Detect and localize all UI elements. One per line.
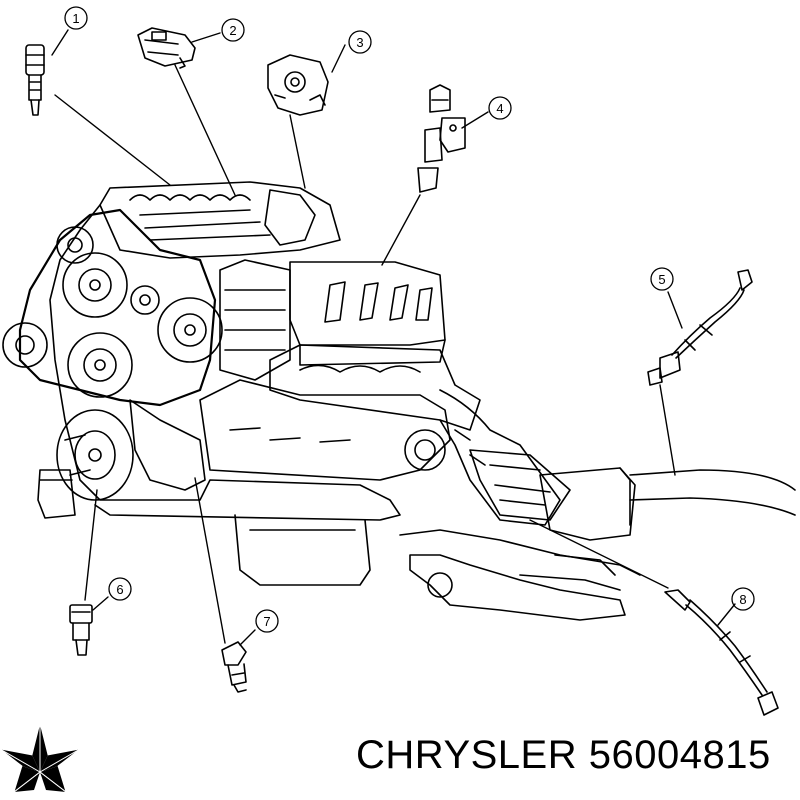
- downstream-oxygen-sensor-part: [664, 589, 779, 716]
- callout-1: 1: [64, 6, 88, 30]
- callout-leader-lines: [51, 29, 736, 646]
- callout-7: 7: [255, 609, 279, 633]
- callout-8-label: 8: [739, 592, 746, 607]
- upstream-oxygen-sensor-part: [647, 269, 753, 386]
- callout-5-label: 5: [658, 272, 665, 287]
- pentastar-logo-icon: [0, 722, 81, 793]
- callout-3: 3: [348, 30, 372, 54]
- throttle-position-sensor-part: [267, 54, 329, 116]
- coolant-temp-sensor-part: [25, 44, 45, 116]
- brand-caption: CHRYSLER 56004815: [356, 735, 771, 775]
- callout-4: 4: [488, 96, 512, 120]
- callout-7-label: 7: [263, 614, 270, 629]
- crankshaft-position-sensor-part: [221, 641, 247, 693]
- camshaft-position-sensor-part: [417, 84, 466, 193]
- knock-sensor-part: [69, 604, 93, 656]
- map-sensor-part: [137, 27, 196, 69]
- callout-2-label: 2: [229, 23, 236, 38]
- callout-3-label: 3: [356, 35, 363, 50]
- callout-2: 2: [221, 18, 245, 42]
- brand-name: CHRYSLER: [356, 733, 578, 777]
- exhaust-system-illustration: [399, 389, 796, 621]
- callout-1-label: 1: [72, 11, 79, 26]
- callout-4-label: 4: [496, 101, 503, 116]
- callout-5: 5: [650, 267, 674, 291]
- engine-block-illustration: [2, 181, 481, 586]
- callout-8: 8: [731, 587, 755, 611]
- part-number: 56004815: [588, 733, 771, 777]
- callout-6-label: 6: [116, 582, 123, 597]
- callout-6: 6: [108, 577, 132, 601]
